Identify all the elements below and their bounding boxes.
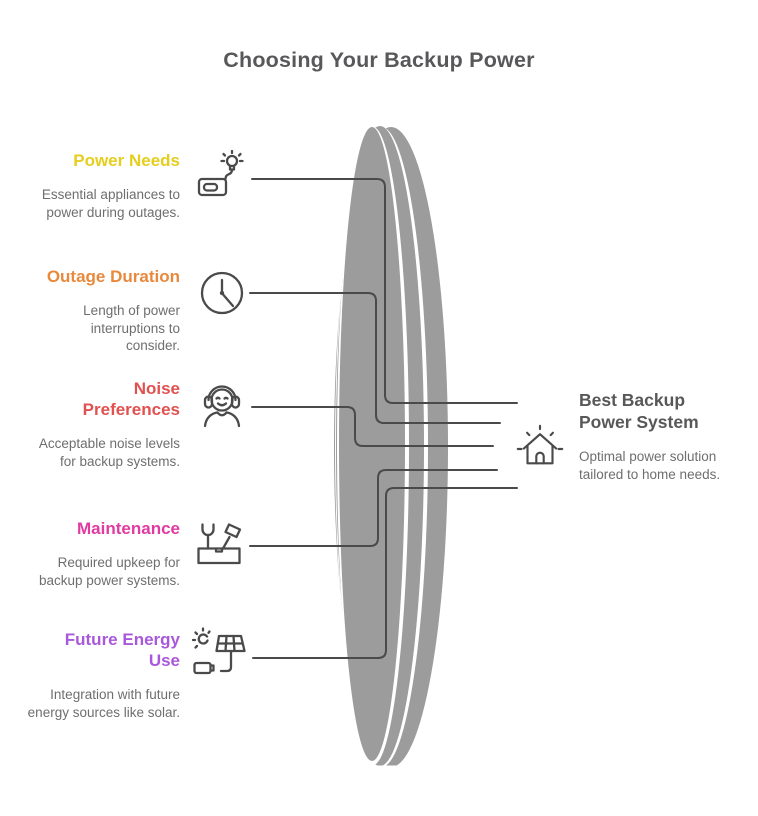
result-block: Best Backup Power System Optimal power s… [579,389,739,483]
result-description: Optimal power solution tailored to home … [579,449,721,482]
item-label: Noise Preferences [82,379,180,419]
result-title: Best Backup Power System [579,390,699,432]
item-description: Essential appliances to power during out… [41,187,180,220]
item-description: Required upkeep for backup power systems… [38,555,180,588]
item-outage-duration: Outage Duration Length of power interrup… [5,266,180,355]
item-maintenance: Maintenance Required upkeep for backup p… [5,518,180,589]
headset-person-icon [194,379,250,435]
item-label: Power Needs [73,151,180,170]
house-rays-icon [515,424,565,474]
solar-panel-icon [190,627,248,685]
connector-line-noise [251,406,494,447]
item-label: Maintenance [77,519,180,538]
generator-bulb-icon [192,150,248,206]
item-noise-preferences: Noise Preferences Acceptable noise level… [5,378,180,470]
item-future-energy-use: Future Energy Use Integration with futur… [5,629,180,721]
item-description: Length of power interruptions to conside… [83,303,180,353]
item-label: Future Energy Use [64,630,180,670]
toolbox-icon [191,513,247,569]
connector-line-outage-duration [249,292,501,424]
item-power-needs: Power Needs Essential appliances to powe… [5,150,180,221]
page-title: Choosing Your Backup Power [223,48,535,72]
clock-icon [194,265,250,321]
connector-line-future-energy [252,487,518,659]
connector-line-power-needs [251,178,518,404]
item-description: Acceptable noise levels for backup syste… [38,436,180,469]
connector-line-maintenance [249,469,498,547]
item-label: Outage Duration [46,267,180,286]
item-description: Integration with future energy sources l… [27,687,180,720]
